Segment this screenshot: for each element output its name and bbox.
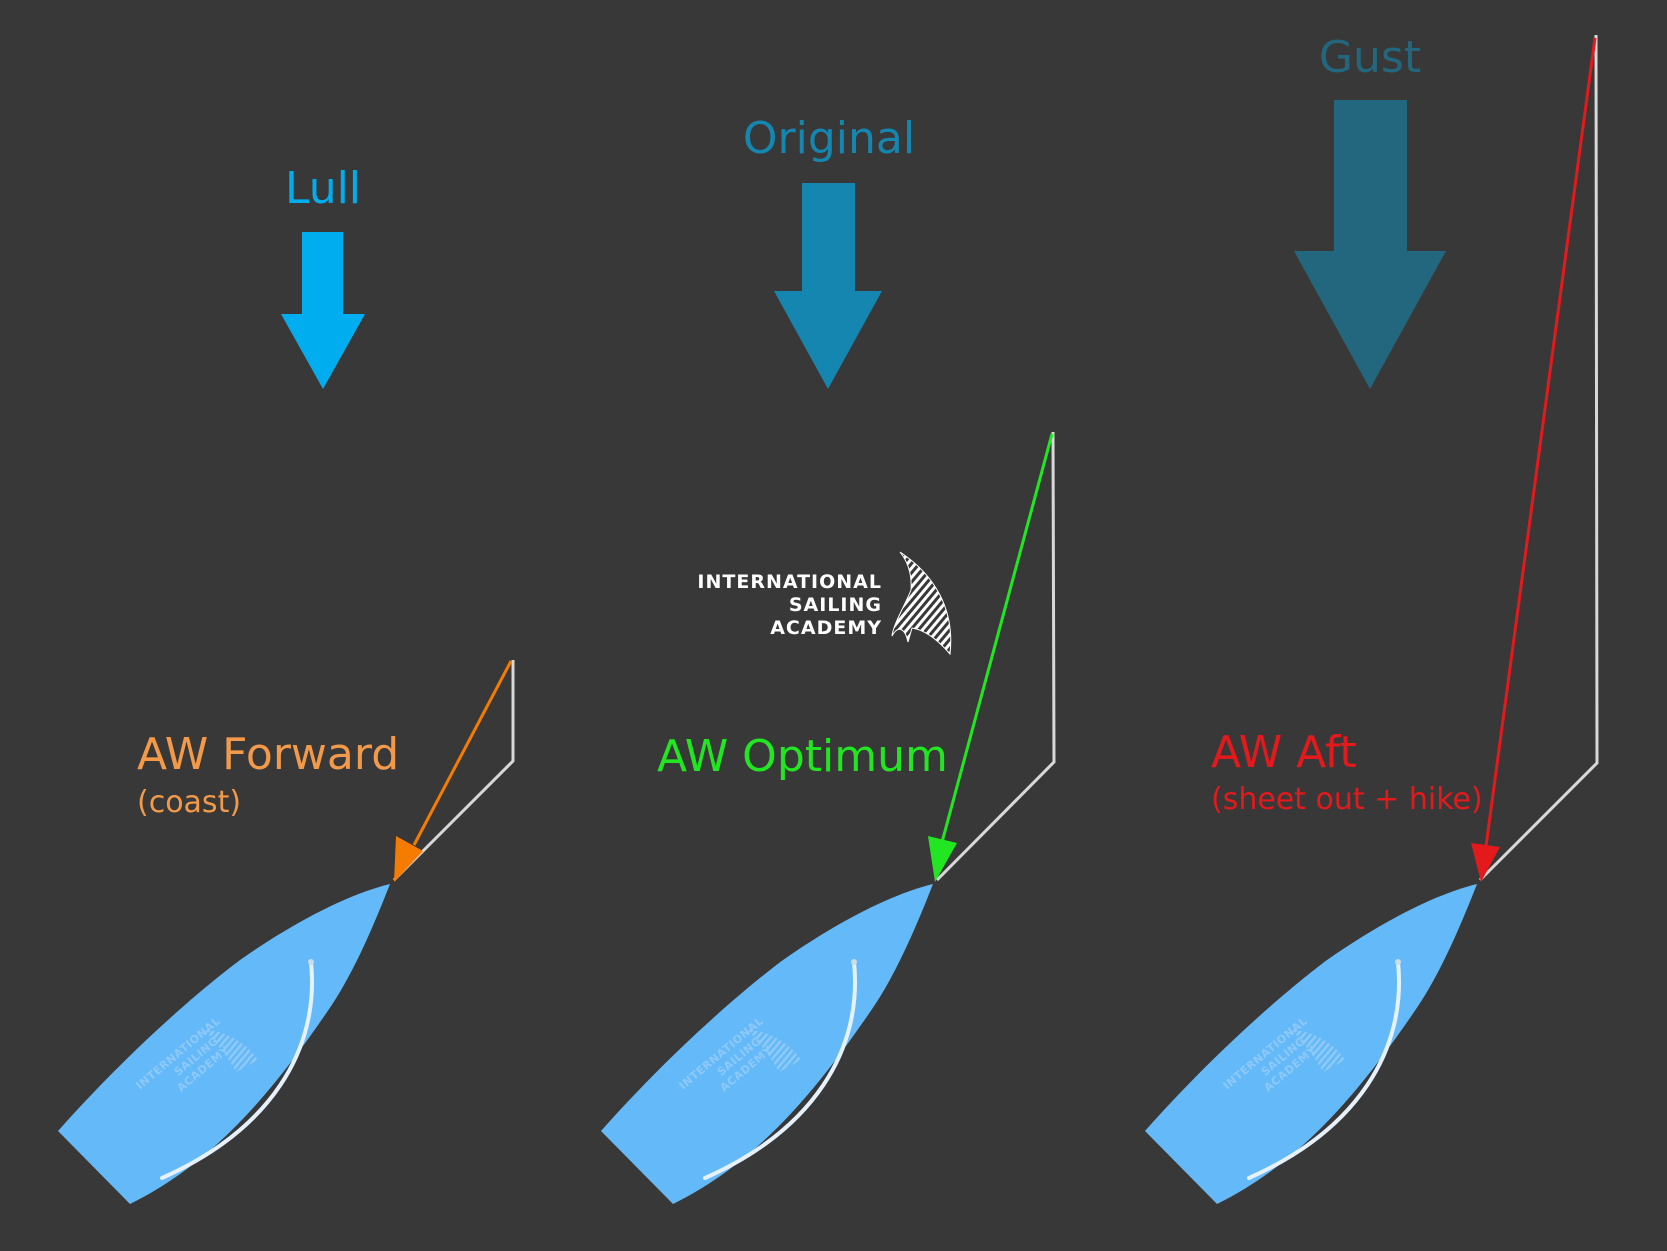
apparent-wind-arrowhead-original xyxy=(928,836,957,882)
aw-label-original: AW Optimum xyxy=(657,731,948,782)
boat-velocity-vector-gust xyxy=(1478,34,1599,882)
boat-velocity-vector-original xyxy=(935,431,1056,882)
wind-label-lull: Lull xyxy=(285,163,361,214)
wind-arrow-lull xyxy=(281,232,365,389)
panel-lull: Lull AW Forward (coast) xyxy=(56,163,515,1206)
wind-label-original: Original xyxy=(743,113,915,164)
panel-original: Original INTERNATIONAL SAILING ACADEMY A… xyxy=(599,113,1056,1206)
logo-line-1: INTERNATIONAL xyxy=(697,571,882,593)
aw-label-gust: AW Aft xyxy=(1211,727,1357,778)
wind-arrow-original xyxy=(774,183,882,389)
wind-arrow-gust xyxy=(1294,100,1446,389)
aw-sublabel-gust: (sheet out + hike) xyxy=(1211,782,1483,817)
apparent-wind-line-lull xyxy=(412,660,513,846)
logo-line-3: ACADEMY xyxy=(770,617,882,639)
aw-sublabel-lull: (coast) xyxy=(137,785,241,820)
apparent-wind-arrowhead-lull xyxy=(394,836,423,882)
apparent-wind-arrowhead-gust xyxy=(1471,843,1500,882)
apparent-wind-line-original xyxy=(939,433,1054,847)
logo-sail-icon xyxy=(891,551,952,656)
aw-label-lull: AW Forward xyxy=(137,729,399,780)
wind-label-gust: Gust xyxy=(1319,32,1421,83)
logo-line-2: SAILING xyxy=(789,594,882,616)
isa-logo: INTERNATIONAL SAILING ACADEMY xyxy=(697,551,952,656)
boat-velocity-vector-lull xyxy=(392,660,515,882)
apparent-wind-line-gust xyxy=(1484,37,1597,847)
panel-gust: Gust AW Aft (sheet out + hike) xyxy=(1143,32,1599,1206)
